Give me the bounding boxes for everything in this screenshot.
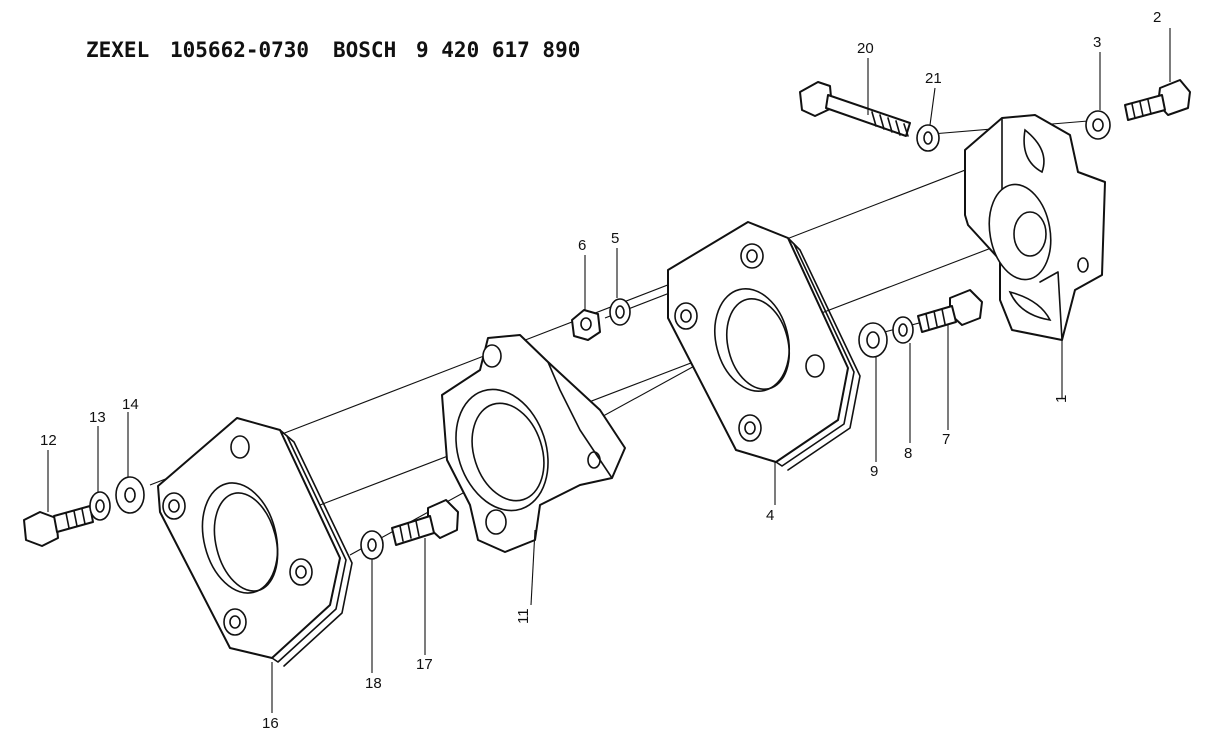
- callout-7: 7: [942, 431, 950, 448]
- callout-1: 1: [1053, 395, 1070, 403]
- callout-6: 6: [578, 237, 586, 254]
- header-brand-bosch: BOSCH: [333, 38, 397, 62]
- callout-4: 4: [766, 507, 774, 524]
- callout-8: 8: [904, 445, 912, 462]
- callout-2: 2: [1153, 9, 1161, 26]
- callout-5: 5: [611, 230, 619, 247]
- callout-12: 12: [40, 432, 57, 449]
- callout-labels: 1 2 3 4 5 6 7 8 9 11 12 13 14 16 17 18 2…: [40, 9, 1161, 732]
- adaptor-housing-11: [441, 334, 626, 553]
- callout-21: 21: [925, 70, 942, 87]
- callout-3: 3: [1093, 34, 1101, 51]
- bracket-1: [964, 114, 1106, 341]
- bolt-20: [799, 81, 911, 137]
- lock-washer-5: [609, 298, 631, 326]
- lock-washer-13: [89, 491, 111, 521]
- callout-17: 17: [416, 656, 433, 673]
- header-part-number-zexel: 105662-0730: [170, 38, 310, 62]
- callout-20: 20: [857, 40, 874, 57]
- nut-6: [571, 309, 601, 341]
- bolt-12: [23, 505, 94, 547]
- washer-3: [1085, 110, 1111, 140]
- callout-13: 13: [89, 409, 106, 426]
- callout-18: 18: [365, 675, 382, 692]
- callout-14: 14: [122, 396, 139, 413]
- bolt-2: [1124, 79, 1191, 121]
- lock-washer-18: [360, 530, 384, 560]
- header-part-number-bosch: 9 420 617 890: [416, 38, 581, 62]
- leader-lines: [47, 28, 1171, 713]
- flange-plate-4: [667, 221, 861, 471]
- washer-9: [858, 322, 888, 358]
- bolt-7: [917, 289, 983, 333]
- washer-14: [115, 476, 145, 514]
- callout-9: 9: [870, 463, 878, 480]
- flange-plate-16: [157, 417, 353, 667]
- callout-16: 16: [262, 715, 279, 732]
- lock-washer-8: [892, 316, 914, 344]
- bolt-17: [391, 499, 459, 546]
- header-brand-zexel: ZEXEL: [86, 38, 150, 62]
- washer-21: [916, 124, 940, 152]
- callout-11: 11: [515, 608, 532, 624]
